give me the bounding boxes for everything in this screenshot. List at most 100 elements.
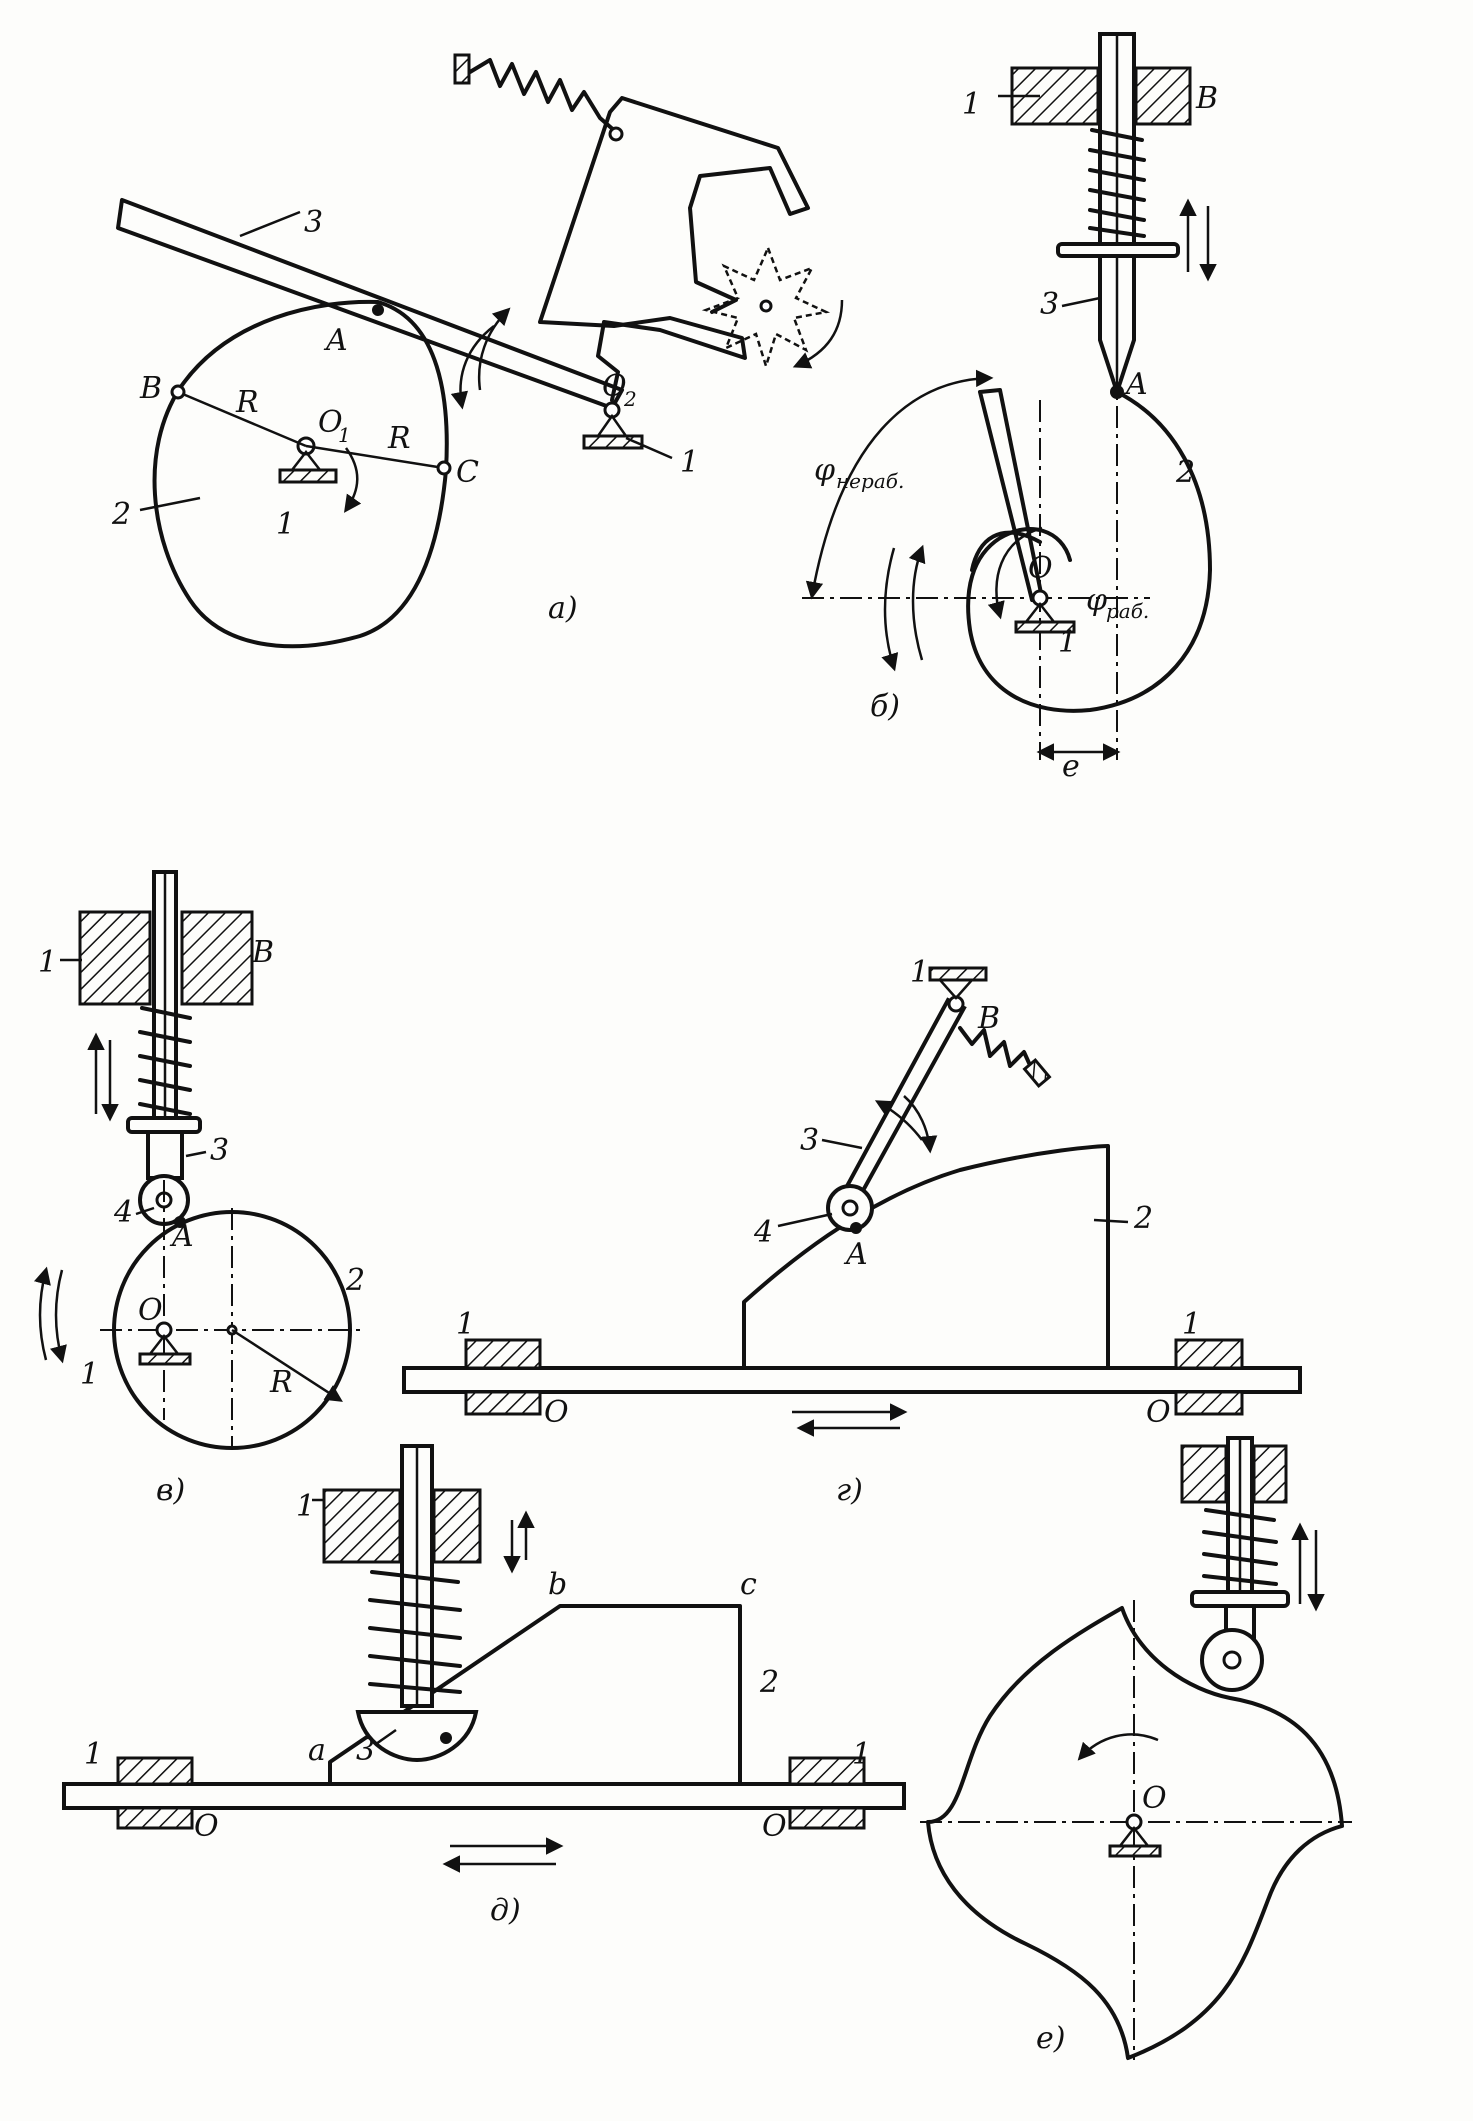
label-center-e: O	[1142, 1781, 1167, 1816]
label-lever-g: 3	[800, 1123, 819, 1158]
point-b-a	[170, 384, 186, 400]
label-point-a-b: A	[1123, 367, 1148, 402]
label-cam-d: 2	[759, 1665, 779, 1700]
spring-pin-a	[608, 126, 624, 142]
label-point-a-v: A	[169, 1219, 194, 1254]
label-axis-right-g: O	[1146, 1395, 1171, 1430]
label-frame-v: 1	[38, 945, 57, 980]
guide-bottom-left-d	[116, 1806, 194, 1830]
support-o2-a	[595, 413, 629, 438]
guide-top-right-g	[1174, 1338, 1244, 1370]
label-pivot-2-a: O	[602, 369, 627, 404]
frame-block-right-v	[180, 910, 254, 1006]
point-c-a	[436, 460, 452, 476]
label-frame-left-a: 1	[276, 507, 295, 542]
leader-follower-d	[375, 1728, 397, 1746]
label-frame-bottom-v: 1	[80, 1357, 99, 1392]
label-cam-b: 2	[1175, 455, 1195, 490]
frame-block-right-d	[432, 1488, 482, 1564]
label-frame-b: 1	[962, 87, 981, 122]
spring-collar-e	[1190, 1590, 1290, 1608]
label-cam-v: 2	[345, 1263, 365, 1298]
label-frame-top-d: 1	[296, 1489, 315, 1524]
guide-bottom-left-g	[464, 1390, 542, 1416]
label-radius-v: R	[269, 1365, 293, 1400]
label-frame-right-a: 1	[680, 445, 699, 480]
guide-top-left-d	[116, 1756, 194, 1786]
point-a-a	[372, 304, 384, 316]
ground-o1-a	[278, 468, 338, 484]
fork-v	[146, 1130, 184, 1180]
angle-idle-arc-b	[805, 369, 994, 600]
point-a-v	[174, 1216, 186, 1228]
ratchet-hub-a	[759, 299, 773, 313]
label-angle-work-sub-b: раб.	[1106, 599, 1149, 623]
lever-swing-arrow-1-a	[477, 307, 511, 391]
radius-v	[231, 1328, 343, 1402]
label-frame-left-g: 1	[456, 1307, 475, 1342]
leader-roller-g	[777, 1212, 833, 1228]
figure-a	[116, 53, 844, 649]
ground-v	[138, 1352, 192, 1366]
label-frame-right-g: 1	[1182, 1307, 1201, 1342]
spring-d	[368, 1570, 462, 1694]
label-frame-bottom-b: 1	[1058, 625, 1077, 660]
label-axis-left-g: O	[544, 1395, 569, 1430]
label-angle-idle-b: φ	[814, 453, 835, 488]
label-roller-v: 4	[113, 1195, 133, 1230]
rotation-arrow-1-v	[33, 1266, 51, 1361]
label-follower-v: 3	[210, 1133, 229, 1168]
label-angle-idle-sub-b: нераб.	[836, 469, 904, 493]
spring-v	[138, 1006, 192, 1116]
pawl-a	[538, 96, 810, 402]
frame-block-left-d	[322, 1488, 402, 1564]
figure-g	[402, 966, 1302, 1437]
pivot-support-g	[937, 978, 975, 1000]
ratchet-wheel-a	[701, 244, 831, 371]
leader-cam-g	[1093, 1218, 1129, 1224]
cam-profile-e	[926, 1606, 1344, 2060]
label-follower-d: 3	[356, 1733, 375, 1768]
label-offset-b: e	[1062, 749, 1080, 784]
labels: 3 2 A B C R R O 1 1 O 2 1 а) 1 B 3 A 2 O…	[38, 81, 1218, 2056]
label-point-a-g: A	[843, 1237, 868, 1272]
label-point-a-d: a	[308, 1733, 326, 1768]
label-point-b-a: B	[139, 371, 162, 406]
label-point-c-a: C	[456, 455, 479, 490]
label-radius-2-a: R	[387, 421, 411, 456]
slide-bar-d	[62, 1782, 906, 1810]
leader-frame-a	[625, 436, 673, 460]
label-lever-a: 3	[304, 205, 323, 240]
frame-block-right-b	[1134, 66, 1192, 126]
ground-top-g	[928, 966, 988, 982]
label-pivot-g: B	[977, 1001, 1000, 1036]
spring-a	[468, 58, 618, 134]
caption-d: д)	[490, 1893, 521, 1928]
rotation-arrow-2-v	[49, 1269, 67, 1364]
swing-arrow-1-g	[903, 1095, 938, 1154]
spring-g	[958, 1026, 1036, 1076]
figure-b	[802, 32, 1217, 761]
label-radius-1-a: R	[235, 385, 259, 420]
leader-follower-v	[185, 1150, 207, 1158]
figure-e	[920, 1436, 1352, 2060]
label-frame-left-d: 1	[84, 1737, 103, 1772]
cam-rotation-arrow-a	[343, 447, 362, 513]
figure-d	[62, 1444, 906, 1873]
spring-collar-v	[126, 1116, 202, 1134]
caption-b: б)	[870, 689, 900, 724]
leader-cam-a	[139, 496, 201, 512]
rotation-arrow-1-b	[908, 544, 926, 661]
figure-v	[33, 870, 360, 1450]
ground-e	[1108, 1844, 1162, 1858]
guide-bottom-right-d	[788, 1806, 866, 1830]
label-frame-right-d: 1	[852, 1737, 871, 1772]
radius-oc-a	[305, 444, 445, 470]
cam-profile-d	[328, 1604, 742, 1786]
guide-top-left-g	[464, 1338, 542, 1370]
wall-a	[453, 53, 471, 85]
label-follower-b: 3	[1040, 287, 1059, 322]
guide-bottom-right-g	[1174, 1390, 1244, 1416]
